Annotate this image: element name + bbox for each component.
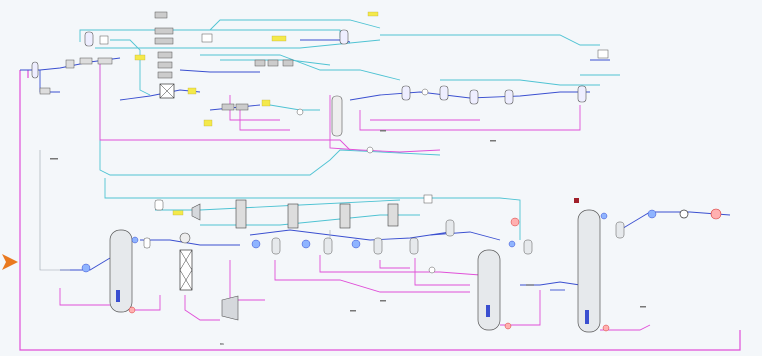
flash-drum-icon[interactable] (440, 86, 448, 100)
distillation-column-icon[interactable] (332, 96, 342, 136)
magenta-lower-lines[interactable] (60, 255, 650, 330)
flash-drum-icon[interactable] (524, 240, 532, 254)
lower-equipment[interactable] (82, 195, 721, 332)
heater-icon[interactable] (66, 60, 74, 68)
flash-drum-icon[interactable] (402, 86, 410, 100)
heat-exchanger-icon[interactable] (158, 52, 172, 58)
flash-drum-icon[interactable] (374, 238, 382, 254)
heater-icon[interactable] (511, 218, 519, 226)
compressor-icon[interactable] (192, 204, 200, 220)
distillation-column-icon[interactable] (110, 230, 132, 312)
flash-drum-icon[interactable] (340, 30, 348, 44)
heat-exchanger-icon[interactable] (268, 60, 278, 66)
pump-icon[interactable] (680, 210, 688, 218)
heater-icon[interactable] (129, 307, 135, 313)
flash-drum-icon[interactable] (446, 220, 454, 236)
heat-exchanger-icon[interactable] (283, 60, 293, 66)
mixer-icon[interactable] (180, 233, 190, 243)
heat-exchanger-icon[interactable] (222, 104, 234, 110)
heat-exchanger-icon[interactable] (236, 200, 246, 228)
heat-exchanger-icon[interactable] (302, 240, 310, 248)
heat-exchanger-icon[interactable] (132, 237, 138, 243)
heat-exchanger-icon[interactable] (288, 204, 298, 228)
pump-icon[interactable] (367, 147, 373, 153)
upper-equipment[interactable] (32, 12, 608, 153)
pump-icon[interactable] (297, 109, 303, 115)
orange-arrow-pointer-icon (2, 254, 18, 270)
heat-exchanger-icon[interactable] (158, 62, 172, 68)
heat-exchanger-icon[interactable] (648, 210, 656, 218)
pump-icon[interactable] (429, 267, 435, 273)
heat-exchanger-icon[interactable] (155, 12, 167, 18)
heat-exchanger-icon[interactable] (158, 72, 172, 78)
heat-exchanger-icon[interactable] (388, 204, 398, 226)
mixer-icon[interactable] (598, 50, 608, 58)
block-label: B6 (220, 342, 224, 346)
flash-drum-icon[interactable] (272, 238, 280, 254)
heat-exchanger-icon[interactable] (509, 241, 515, 247)
heat-exchanger-icon[interactable] (155, 38, 173, 44)
flash-drum-icon[interactable] (616, 222, 624, 238)
flash-drum-icon[interactable] (470, 90, 478, 104)
flash-drum-icon[interactable] (144, 238, 150, 248)
heat-exchanger-icon[interactable] (236, 104, 248, 110)
compressor-icon[interactable] (222, 296, 238, 320)
heat-exchanger-icon[interactable] (98, 58, 112, 64)
pump-icon[interactable] (422, 89, 428, 95)
mixer-icon[interactable] (424, 195, 432, 203)
flash-drum-icon[interactable] (324, 238, 332, 254)
heat-exchanger-icon[interactable] (155, 28, 173, 34)
flash-drum-icon[interactable] (32, 62, 38, 78)
flash-drum-icon[interactable] (410, 238, 418, 254)
flash-drum-icon[interactable] (155, 200, 163, 210)
lower-stream-lines[interactable] (60, 178, 730, 290)
flash-drum-icon[interactable] (85, 32, 93, 46)
reactor-icon[interactable] (180, 250, 192, 290)
heat-exchanger-icon[interactable] (352, 240, 360, 248)
flash-drum-icon[interactable] (505, 90, 513, 104)
heat-exchanger-icon[interactable] (82, 264, 90, 272)
distillation-column-icon[interactable] (478, 250, 500, 330)
mixer-icon[interactable] (202, 34, 212, 42)
heat-exchanger-icon[interactable] (40, 88, 50, 94)
heat-exchanger-icon[interactable] (601, 213, 607, 219)
heater-icon[interactable] (505, 323, 511, 329)
status-marker (574, 198, 579, 203)
upper-stream-lines[interactable] (20, 20, 620, 175)
flash-drum-icon[interactable] (578, 86, 586, 102)
heat-exchanger-icon[interactable] (340, 204, 350, 228)
heater-icon[interactable] (711, 209, 721, 219)
mixer-icon[interactable] (100, 36, 108, 44)
heat-exchanger-icon[interactable] (252, 240, 260, 248)
heater-icon[interactable] (603, 325, 609, 331)
heat-exchanger-icon[interactable] (255, 60, 265, 66)
heat-exchanger-icon[interactable] (80, 58, 92, 64)
